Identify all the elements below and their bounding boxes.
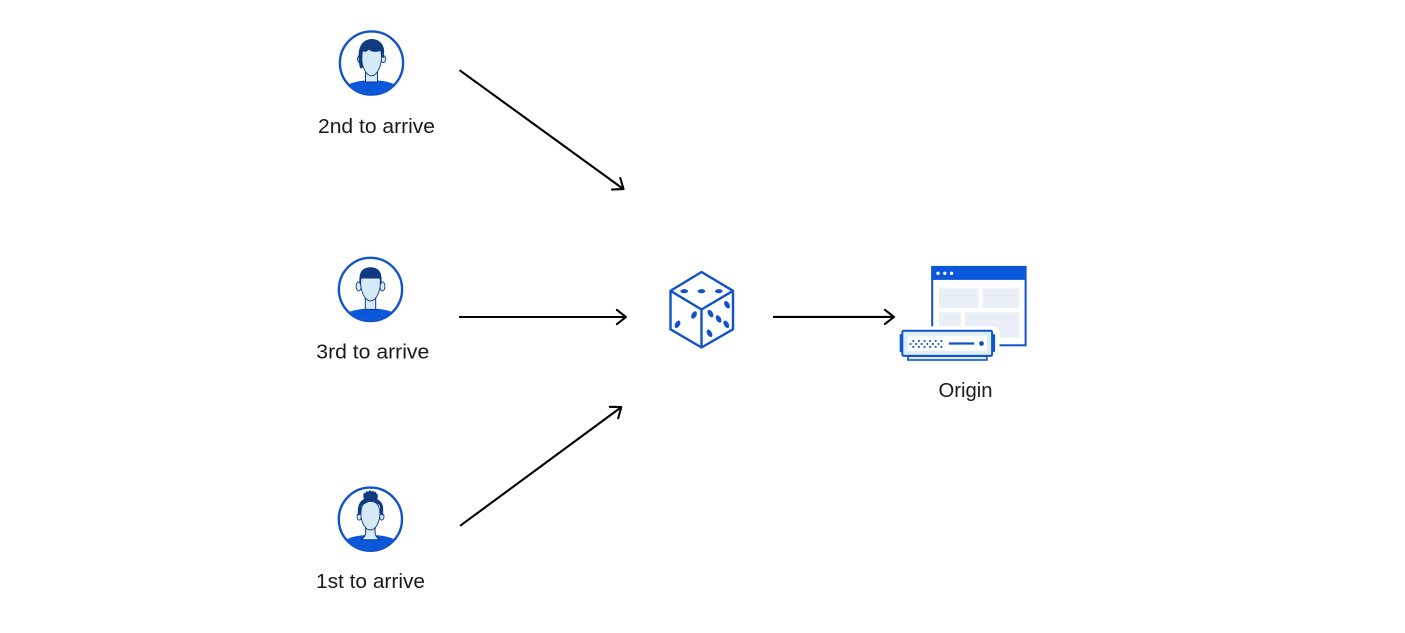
svg-text:2nd to arrive: 2nd to arrive bbox=[318, 116, 435, 138]
svg-text:Origin: Origin bbox=[939, 380, 993, 402]
svg-text:3rd to arrive: 3rd to arrive bbox=[316, 342, 429, 364]
svg-text:1st to arrive: 1st to arrive bbox=[316, 571, 425, 593]
